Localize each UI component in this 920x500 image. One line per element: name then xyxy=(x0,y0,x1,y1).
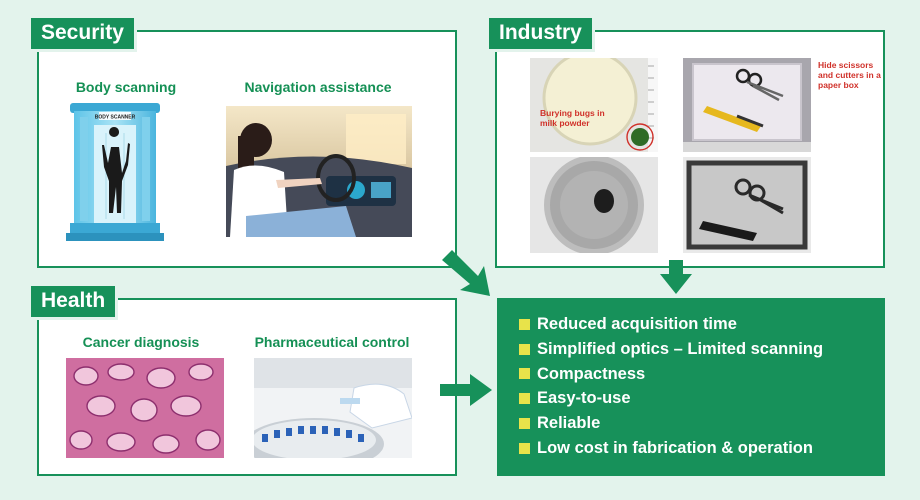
pharmaceutical-control-image xyxy=(254,358,412,458)
industry-title: Industry xyxy=(486,15,595,52)
benefit-item: Low cost in fabrication & operation xyxy=(519,436,885,461)
cancer-diagnosis-caption: Cancer diagnosis xyxy=(82,334,200,350)
xray-scissors-image xyxy=(683,157,811,253)
benefit-item: Simplified optics – Limited scanning xyxy=(519,337,885,362)
xray-milk-powder-image xyxy=(530,157,658,253)
benefit-item: Reliable xyxy=(519,411,885,436)
industry-arrow-icon xyxy=(660,260,692,294)
scissors-box-photo xyxy=(683,58,811,152)
benefit-item: Easy-to-use xyxy=(519,386,885,411)
bullet-square-icon xyxy=(519,418,530,430)
benefit-item: Compactness xyxy=(519,362,885,387)
health-title: Health xyxy=(28,283,119,320)
benefit-item: Reduced acquisition time xyxy=(519,312,885,337)
navigation-assistance-caption: Navigation assistance xyxy=(244,79,392,95)
body-scanner-image: BODY SCANNER xyxy=(66,103,164,243)
bullet-square-icon xyxy=(519,318,530,330)
benefits-box: Reduced acquisition time Simplified opti… xyxy=(497,298,885,476)
bullet-square-icon xyxy=(519,393,530,405)
bullet-square-icon xyxy=(519,368,530,380)
cancer-histology-image xyxy=(66,358,224,458)
bullet-square-icon xyxy=(519,442,530,454)
pharmaceutical-control-caption: Pharmaceutical control xyxy=(254,334,410,350)
scissors-box-note: Hide scissors and cutters in a paper box xyxy=(818,60,881,90)
security-arrow-icon xyxy=(442,250,490,296)
milk-powder-note: Burying bugs in milk powder xyxy=(540,108,605,128)
body-scanning-caption: Body scanning xyxy=(75,79,177,95)
milk-powder-photo xyxy=(530,58,658,152)
health-arrow-icon xyxy=(440,374,492,406)
navigation-assistance-image xyxy=(226,106,412,237)
bullet-square-icon xyxy=(519,343,530,355)
security-title: Security xyxy=(28,15,137,52)
scanner-sign: BODY SCANNER xyxy=(95,115,136,121)
